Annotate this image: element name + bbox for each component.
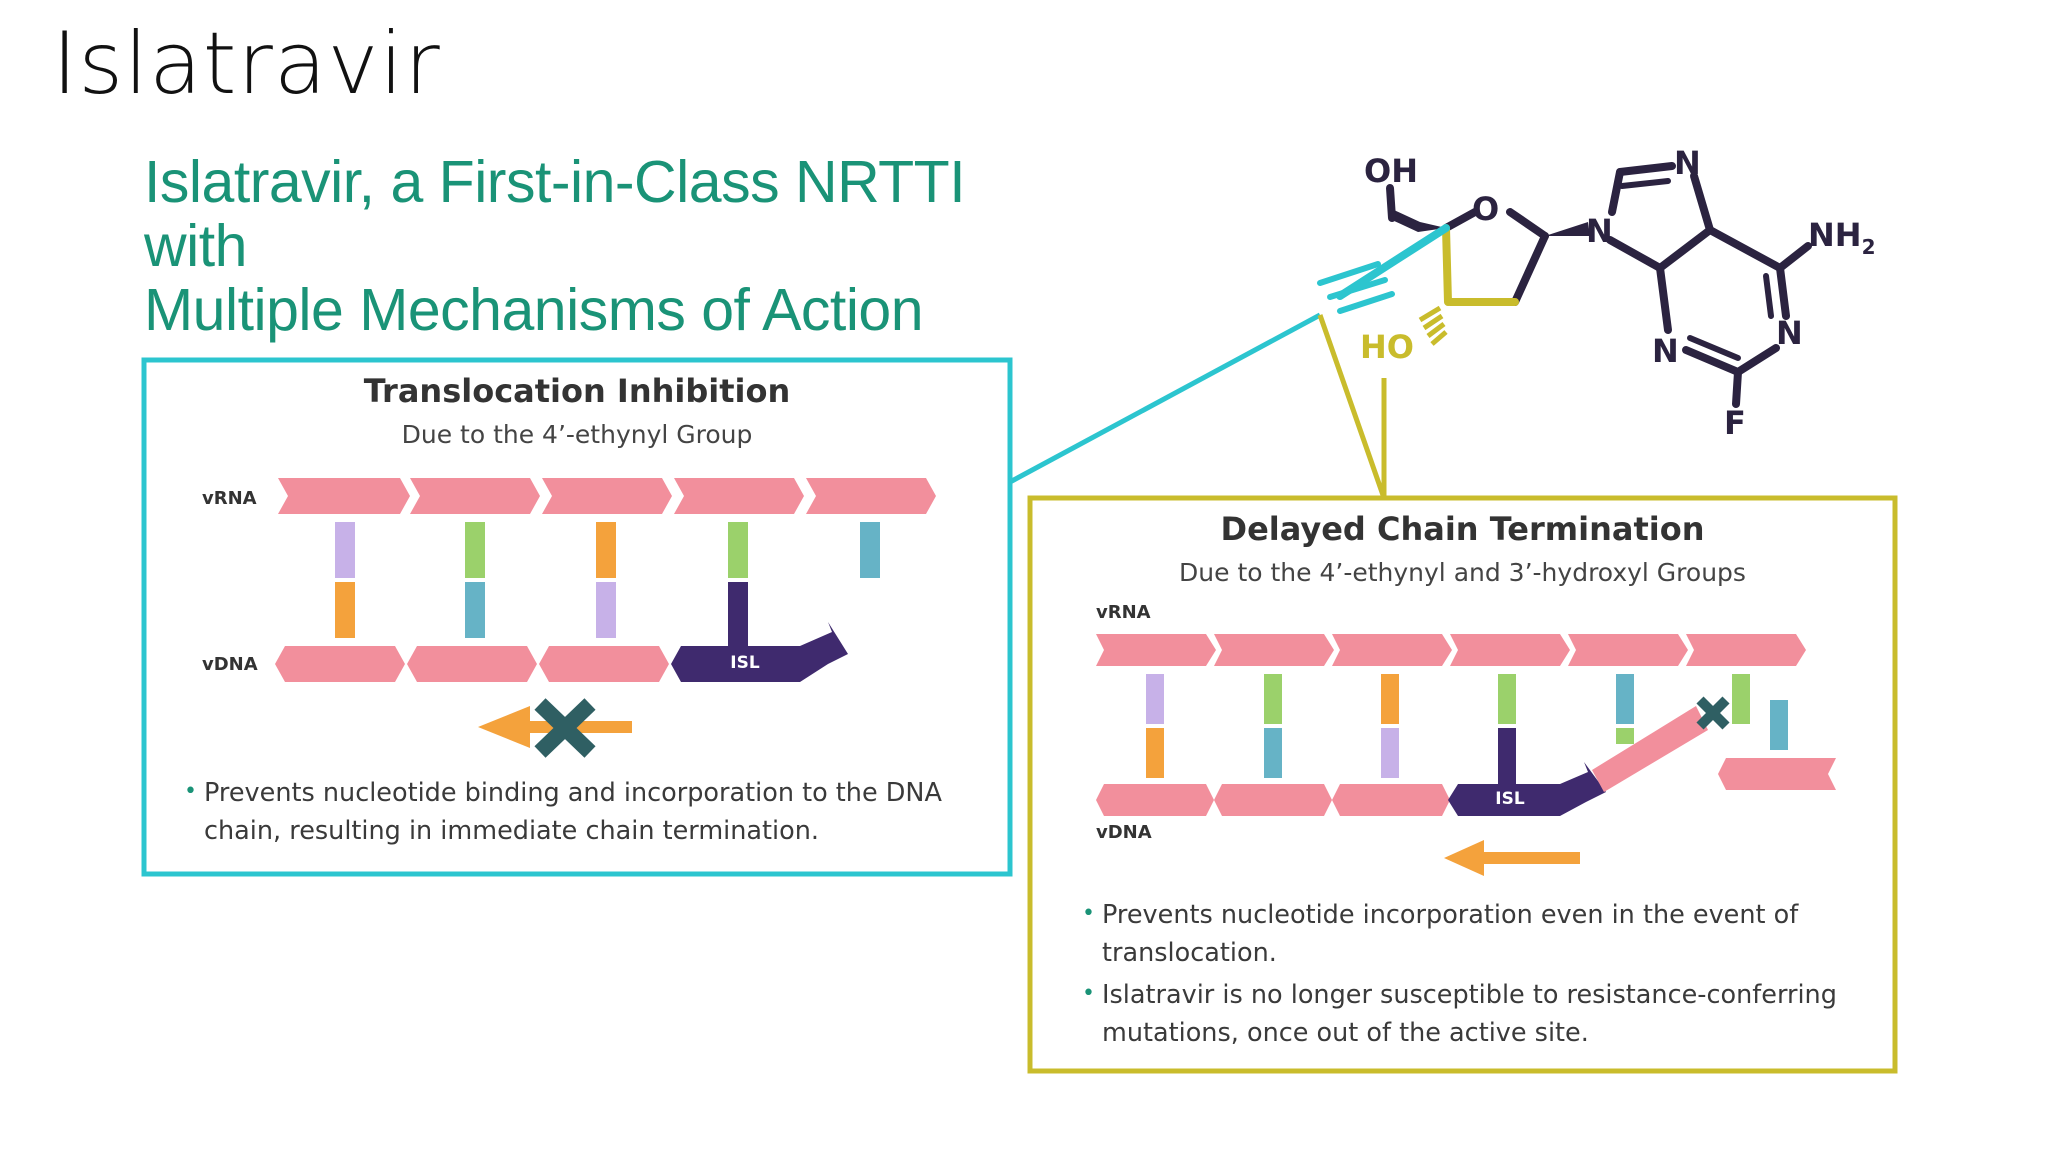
delayed-bullets: Prevents nucleotide incorporation even i… [1082,895,1852,1056]
translocation-subtitle: Due to the 4’-ethynyl Group [401,420,753,449]
vdna-segment [1332,784,1450,816]
vrna-segment [1332,634,1452,666]
vrna-segment [806,478,936,514]
vdna-segment [1214,784,1332,816]
isl-block [671,622,848,682]
translocation-isl-label: ISL [730,653,760,673]
delayed-isl-label: ISL [1495,789,1525,809]
vrna-segment [542,478,672,514]
delayed-subtitle: Due to the 4’-ethynyl and 3’-hydroxyl Gr… [1179,558,1746,587]
vrna-segment [1096,634,1216,666]
atom-n3: N [1776,314,1803,352]
displaced-segment [1592,706,1708,792]
headline-line-1: Islatravir, a First-in-Class NRTTI with [144,149,966,279]
vrna-segment [1214,634,1334,666]
vrna-segment [410,478,540,514]
vdna-segment [407,646,537,682]
isl-block [1448,762,1606,816]
atom-f: F [1724,404,1746,442]
vrna-segment [1568,634,1688,666]
vrna-segment [674,478,804,514]
connector-cyan [1008,312,1322,485]
slide-title: Islatravir [52,14,441,114]
atom-nh2-text: NH [1808,216,1862,254]
atom-o-ring: O [1472,190,1500,228]
translocation-vdna-label: vDNA [202,654,258,675]
translocation-bullet-1: Prevents nucleotide binding and incorpor… [184,773,964,850]
delayed-vdna-label: vDNA [1096,822,1152,843]
delayed-vrna-label: vRNA [1096,602,1151,623]
delayed-bullet-2: Islatravir is no longer susceptible to r… [1082,975,1852,1052]
atom-ho: HO [1360,328,1414,366]
vrna-segment [278,478,410,514]
headline: Islatravir, a First-in-Class NRTTI with … [144,150,1044,342]
delayed-bullet-1: Prevents nucleotide incorporation even i… [1082,895,1852,972]
connector-yellow-a [1317,314,1387,499]
translocation-strands [275,478,936,758]
vrna-segment [1450,634,1570,666]
translocation-vrna-label: vRNA [202,488,257,509]
vdna-segment [539,646,669,682]
atom-n4: N [1652,332,1679,370]
delayed-strands [1096,634,1836,876]
translocation-title: Translocation Inhibition [363,372,791,410]
vdna-segment [275,646,405,682]
atom-nh2: NH2 [1808,216,1875,259]
translocation-bullets: Prevents nucleotide binding and incorpor… [184,773,964,854]
vrna-segment [1686,634,1806,666]
islatravir-structure [1317,162,1812,408]
headline-line-2: Multiple Mechanisms of Action [144,277,924,343]
delayed-title: Delayed Chain Termination [1220,510,1705,548]
vdna-segment [1718,758,1836,790]
atom-n2: N [1674,144,1701,182]
atom-oh: OH [1364,152,1418,190]
atom-n1: N [1586,212,1613,250]
vdna-segment [1096,784,1214,816]
atom-nh2-subscript: 2 [1861,235,1876,259]
